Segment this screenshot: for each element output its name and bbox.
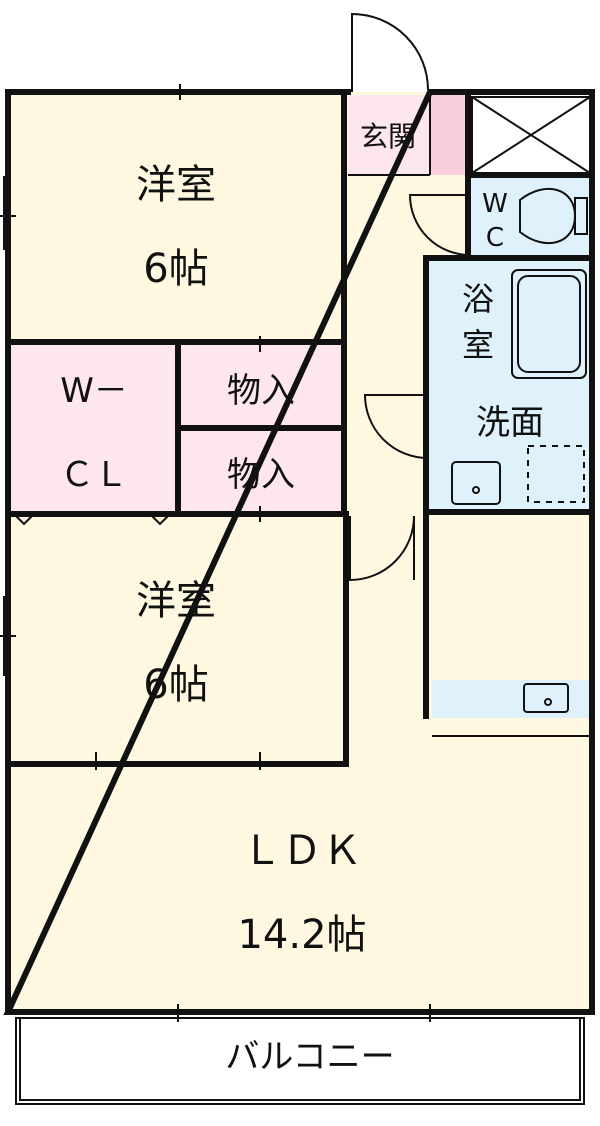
bathroom-label-2: 室 [462, 326, 494, 364]
entry-door-swing [351, 12, 429, 92]
storage-bottom-area [178, 430, 344, 513]
ldk-size: 14.2帖 [237, 912, 366, 958]
balcony-area [8, 1014, 592, 1110]
outer-wall [3, 89, 595, 1015]
toilet-area [470, 178, 592, 256]
walk-in-closet-label-1: W－ [60, 371, 128, 411]
room1-size: 6帖 [143, 246, 208, 292]
balcony-inner-outline [19, 1017, 581, 1101]
bathroom-area [428, 260, 592, 386]
toilet-label-1: W [482, 189, 508, 219]
wash-basin [451, 461, 501, 505]
room2-size: 6帖 [143, 662, 208, 708]
walk-in-closet-label-2: ＣＬ [60, 455, 128, 495]
storage-bottom-label: 物入 [227, 455, 295, 495]
balcony-label: バルコニー [225, 1037, 394, 1077]
bathroom-label-1: 浴 [462, 280, 494, 318]
ldk-name: ＬＤＫ [242, 828, 362, 874]
washing-machine-space [527, 445, 585, 503]
washroom-label: 洗面 [476, 403, 544, 443]
bathtub [511, 269, 587, 379]
entrance-label: 玄関 [360, 120, 416, 153]
toilet-door-swing [408, 194, 471, 256]
ldk-door-swing [349, 515, 415, 582]
storage-top-label: 物入 [227, 371, 295, 411]
room2-name: 洋室 [136, 578, 216, 624]
storage-top-area [178, 345, 344, 427]
toilet-label-2: C [486, 223, 504, 253]
entrance-step [430, 95, 466, 175]
washroom-area [428, 386, 592, 512]
walk-in-closet-area [10, 345, 178, 513]
washroom-door-swing [363, 394, 429, 459]
room1-name: 洋室 [136, 162, 216, 208]
kitchen-sink [523, 683, 569, 713]
